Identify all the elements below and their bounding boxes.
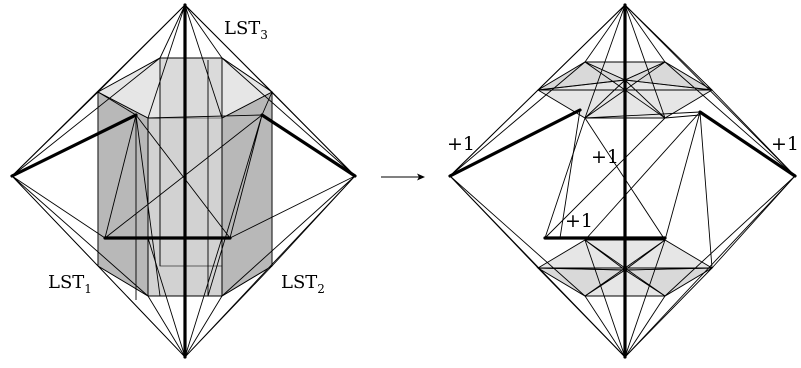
label-lst3: LST3	[224, 18, 268, 42]
right-polytope: +1 +1 +1 +1	[447, 3, 799, 359]
right-label-plus1-right: +1	[771, 133, 799, 155]
right-thick-edges	[448, 3, 797, 359]
label-lst1: LST1	[48, 272, 92, 296]
left-prism-face-right	[221, 91, 273, 297]
right-label-plus1-center: +1	[591, 146, 619, 168]
right-label-plus1-bottom: +1	[565, 210, 593, 232]
right-label-plus1-left: +1	[447, 133, 475, 155]
label-lst2: LST2	[281, 272, 325, 296]
transform-arrow	[381, 173, 425, 181]
left-thick-edges	[10, 3, 357, 359]
right-thin-edges	[449, 4, 796, 358]
left-polytope: LST3 LST1 LST2	[10, 3, 357, 359]
